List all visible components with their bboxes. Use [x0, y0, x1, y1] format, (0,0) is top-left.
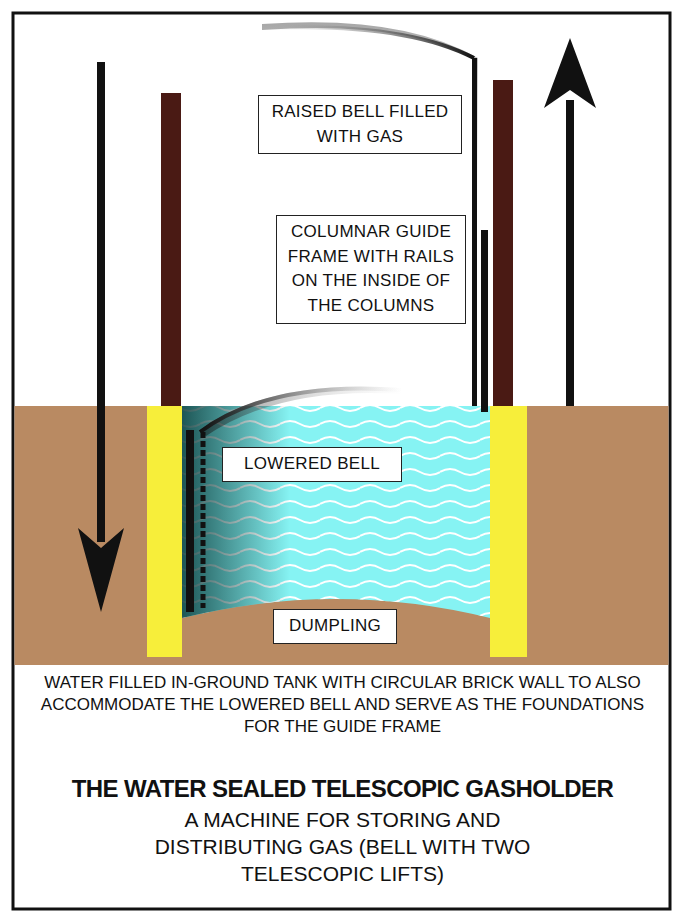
label-box: DUMPLING — [273, 609, 397, 644]
tank-description: WATER FILLED IN-GROUND TANK WITH CIRCULA… — [33, 672, 653, 738]
label-text: LOWERED BELL — [229, 452, 395, 477]
diagram-subtitle: A MACHINE FOR STORING AND DISTRIBUTING G… — [153, 806, 533, 888]
label-text: RAISED BELL FILLED WITH GAS — [265, 100, 455, 149]
diagram-title: THE WATER SEALED TELESCOPIC GASHOLDER — [13, 775, 673, 804]
label-box: COLUMNAR GUIDE FRAME WITH RAILS ON THE I… — [276, 215, 466, 324]
label-text: COLUMNAR GUIDE FRAME WITH RAILS ON THE I… — [283, 220, 459, 319]
label-text: DUMPLING — [280, 614, 390, 639]
label-box: LOWERED BELL — [222, 447, 402, 482]
label-box: RAISED BELL FILLED WITH GAS — [258, 95, 462, 154]
